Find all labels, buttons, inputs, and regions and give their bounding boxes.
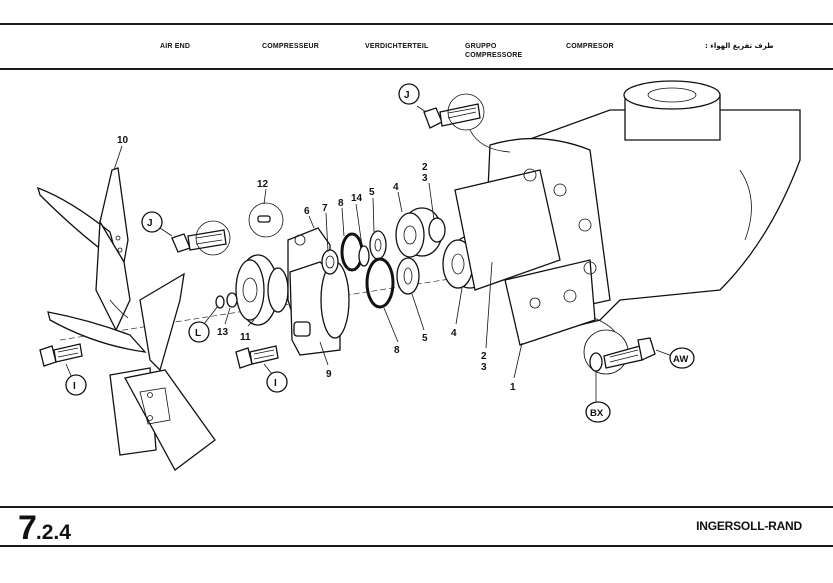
bolt-I-left (39, 343, 83, 367)
part-label-9: 9 (326, 369, 332, 380)
key-part-12 (257, 215, 271, 223)
callout-L: L (195, 328, 201, 339)
part-label-3-bottom: 3 (481, 362, 487, 373)
footer-top-rule (0, 506, 833, 508)
part-label-8-top: 8 (338, 198, 344, 209)
title-french: COMPRESSEUR (262, 43, 320, 50)
exploded-parts-diagram: 10 (37, 80, 801, 471)
section-number: 7.2.4 (18, 509, 71, 548)
lock-washer-L (215, 295, 225, 309)
callout-I-left: I (73, 381, 76, 392)
part-label-8-bottom: 8 (394, 345, 400, 356)
fan-blade-assembly (37, 167, 216, 471)
callout-circle-AW (669, 347, 695, 369)
bolt-J-left (171, 220, 231, 256)
key-detail-circle (248, 202, 284, 238)
callout-circle-BX (585, 401, 611, 423)
part-label-12: 12 (257, 179, 269, 190)
part-label-7: 7 (322, 203, 328, 214)
seal-part-2-3-top (428, 217, 446, 243)
fan-hub-part-11 (235, 254, 289, 326)
compressor-body-part-1 (454, 80, 801, 346)
seal-part-7 (321, 249, 339, 275)
bearing-cover-part-9 (287, 227, 350, 356)
brand-name: INGERSOLL-RAND (696, 519, 802, 533)
callout-J-left: J (147, 218, 153, 229)
part-label-5-top: 5 (369, 187, 375, 198)
spacer-part-14 (358, 245, 370, 267)
callout-J-top: J (404, 90, 410, 101)
footer-bottom-rule (0, 545, 833, 547)
part-label-13: 13 (217, 327, 229, 338)
nut-part-5-bottom (396, 257, 420, 295)
part-label-4-bottom: 4 (451, 328, 457, 339)
washer-part-13 (226, 292, 238, 308)
part-label-3-top: 3 (422, 173, 428, 184)
callout-circle-I-center (266, 371, 288, 393)
header-bottom-rule (0, 68, 833, 70)
title-arabic: طرف تفريغ الهواء : (705, 42, 774, 50)
part-label-4-top: 4 (393, 182, 399, 193)
bolt-J-top (423, 93, 511, 153)
title-spanish: COMPRESOR (566, 43, 614, 50)
part-label-2-top: 2 (422, 162, 428, 173)
bolt-AW-assembly (583, 317, 656, 375)
o-ring-part-8-bottom (365, 257, 395, 309)
callout-circle-L (188, 321, 210, 343)
bolt-I-center (235, 345, 279, 369)
callout-circle-I-left (65, 374, 87, 396)
part-label-6: 6 (304, 206, 310, 217)
part-label-11: 11 (240, 332, 251, 343)
part-label-10: 10 (117, 135, 129, 146)
callout-I-center: I (274, 378, 277, 389)
title-italian-line2: COMPRESSORE (465, 52, 523, 59)
callout-AW: AW (673, 354, 688, 365)
title-italian-line1: GRUPPO (465, 43, 497, 50)
assembly-axis-line (59, 261, 561, 341)
title-italian: GRUPPO COMPRESSORE (465, 42, 522, 60)
leader-10 (113, 145, 123, 171)
nut-part-5-top (369, 230, 387, 260)
section-number-minor: .2.4 (35, 521, 71, 544)
header-top-rule (0, 23, 833, 25)
part-label-14: 14 (351, 193, 363, 204)
title-english: AIR END (160, 43, 191, 50)
title-german: VERDICHTERTEIL (365, 43, 429, 50)
part-label-2-bottom: 2 (481, 351, 487, 362)
section-number-major: 7 (18, 509, 37, 547)
part-label-5-bottom: 5 (422, 333, 428, 344)
callout-circle-J-left (141, 211, 163, 233)
part-label-1: 1 (510, 382, 516, 393)
callout-circle-J-top (398, 83, 420, 105)
callout-BX: BX (590, 408, 604, 419)
